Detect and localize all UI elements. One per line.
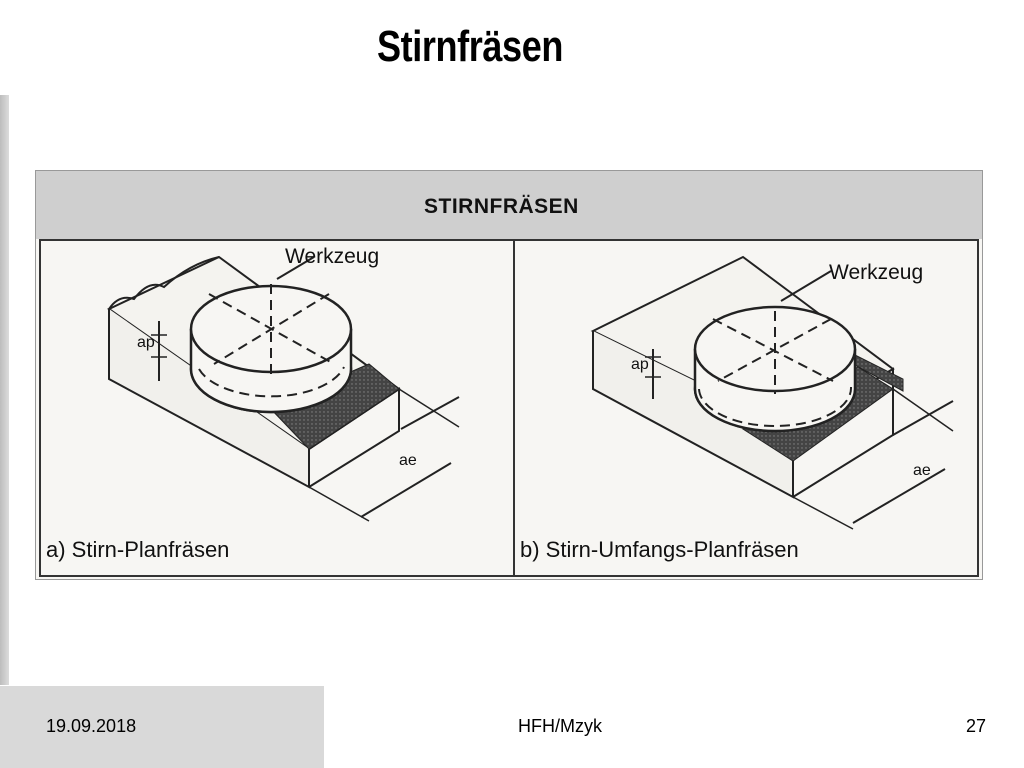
footer-author: HFH/Mzyk: [518, 716, 602, 736]
tool-label-a: Werkzeug: [285, 245, 379, 268]
ap-label-b: ap: [631, 356, 649, 373]
left-accent-bar: [0, 95, 9, 685]
footer-date: 19.09.2018: [46, 716, 137, 736]
ae-label-b: ae: [913, 462, 931, 479]
milling-figure: STIRNFRÄSEN: [35, 170, 983, 580]
panel-b-frame: [513, 239, 979, 577]
ae-label-a: ae: [399, 452, 417, 469]
footer-block: [0, 686, 324, 768]
panel-a-frame: [39, 239, 513, 577]
caption-a: a) Stirn-Planfräsen: [46, 537, 230, 562]
figure-header-text: STIRNFRÄSEN: [424, 195, 579, 218]
caption-b: b) Stirn-Umfangs-Planfräsen: [520, 537, 799, 562]
panel-a-drawing: Werkzeug ap ae: [107, 245, 460, 522]
page-number: 27: [966, 716, 987, 736]
tool-label-b: Werkzeug: [829, 261, 923, 284]
slide-title: Stirnfräsen: [377, 22, 563, 71]
panel-b-drawing: Werkzeug ap ae: [590, 255, 954, 530]
figure-header: STIRNFRÄSEN: [36, 171, 982, 239]
ap-label-a: ap: [137, 334, 155, 351]
